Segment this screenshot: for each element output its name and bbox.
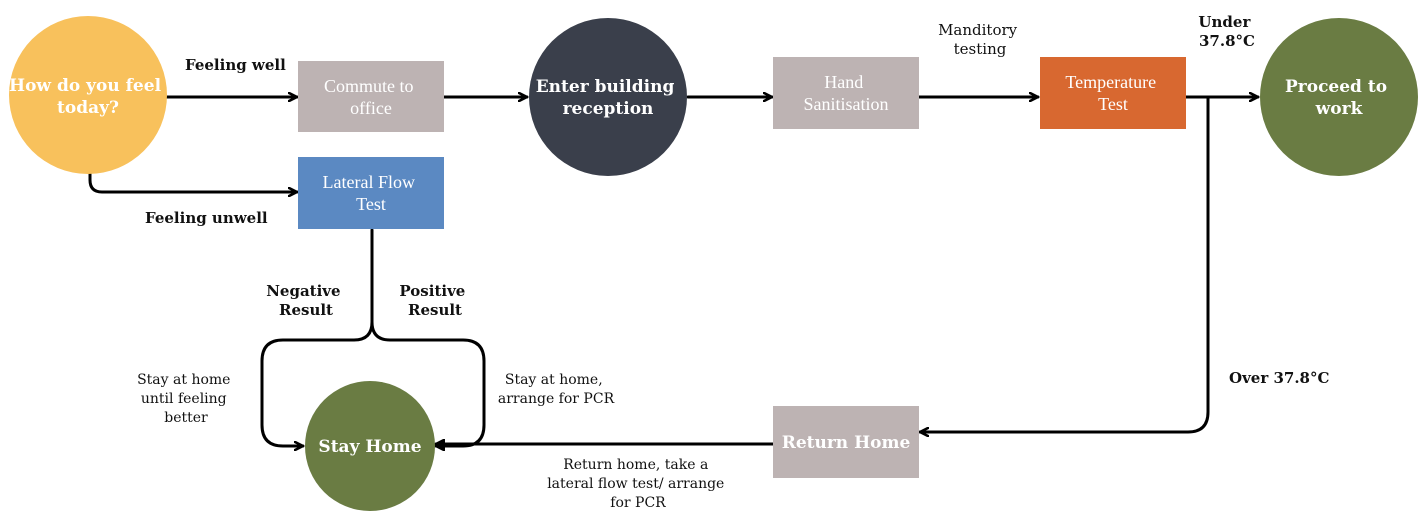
arrow-temperature-to-return bbox=[918, 95, 1210, 432]
label-positive-line1: Positive bbox=[399, 282, 465, 300]
work-label-line2: work bbox=[1315, 99, 1364, 119]
label-return-take-line2: lateral flow test/ arrange bbox=[547, 476, 724, 492]
reception-circle bbox=[529, 18, 687, 176]
node-commute: Commute to office bbox=[298, 61, 444, 132]
branch-negative bbox=[260, 228, 374, 446]
lateral-label-line2: Test bbox=[356, 194, 386, 214]
node-start: How do you feel today? bbox=[9, 16, 167, 174]
label-under-line2: 37.8°C bbox=[1199, 32, 1255, 50]
stay-home-circle bbox=[305, 381, 435, 511]
commute-box bbox=[298, 61, 444, 132]
temperature-label-line2: Test bbox=[1098, 94, 1128, 114]
label-negative-line2: Result bbox=[279, 301, 333, 319]
svg-text:Positive Result: Positive Result bbox=[399, 282, 470, 319]
lateral-label-line1: Lateral Flow bbox=[323, 172, 415, 192]
node-return-home: Return Home bbox=[773, 406, 919, 478]
arrow-start-to-lateral bbox=[88, 170, 299, 192]
return-home-box bbox=[773, 406, 919, 478]
reception-label-line2: reception bbox=[563, 99, 654, 119]
svg-text:Stay at home, arrange for: Stay at home, arrange for PCR bbox=[498, 372, 615, 407]
svg-text:Hand Sanitisation: Hand Sanitisation bbox=[804, 72, 889, 114]
label-return-take-line3: for PCR bbox=[610, 495, 666, 511]
work-circle bbox=[1260, 18, 1418, 176]
label-stay-until-line2: until feeling bbox=[141, 391, 227, 407]
lateral-flow-box bbox=[298, 157, 444, 229]
reception-label-line1: Enter building bbox=[536, 77, 675, 97]
label-stay-pcr-line2: arrange for PCR bbox=[498, 391, 615, 407]
svg-text:Under 37.8°C: Under 37.8°C bbox=[1198, 13, 1255, 50]
label-return-take-line1: Return home, take a bbox=[563, 457, 708, 473]
svg-text:How do you feel today?: How do you feel today? bbox=[9, 76, 167, 118]
start-label-line1: How do you feel bbox=[9, 76, 162, 96]
node-lateral-flow: Lateral Flow Test bbox=[298, 157, 444, 229]
svg-text:Temperature Test: Temperature Test bbox=[1065, 72, 1160, 114]
stay-home-label: Stay Home bbox=[318, 437, 421, 457]
label-feeling-unwell: Feeling unwell bbox=[145, 209, 268, 227]
svg-text:Negative Result: Negative Result bbox=[266, 282, 346, 319]
svg-text:Stay at home until feeling: Stay at home until feeling better bbox=[137, 372, 235, 426]
label-negative-line1: Negative bbox=[266, 282, 340, 300]
label-positive-line2: Result bbox=[408, 301, 462, 319]
return-home-label: Return Home bbox=[782, 433, 911, 453]
svg-text:Return home, take a latera: Return home, take a lateral flow test/ a… bbox=[547, 457, 729, 511]
label-manditory-line2: testing bbox=[954, 40, 1007, 58]
node-reception: Enter building reception bbox=[529, 18, 687, 176]
commute-label-line1: Commute to bbox=[324, 76, 414, 96]
sanitisation-label-line2: Sanitisation bbox=[804, 94, 889, 114]
label-stay-until-line3: better bbox=[164, 410, 208, 426]
branch-positive bbox=[370, 320, 486, 446]
node-sanitisation: Hand Sanitisation bbox=[773, 57, 919, 129]
svg-text:Commute to office: Commute to office bbox=[324, 76, 418, 118]
temperature-label-line1: Temperature bbox=[1065, 72, 1156, 92]
start-circle bbox=[9, 16, 167, 174]
label-under-line1: Under bbox=[1198, 13, 1251, 31]
svg-text:Proceed to work: Proceed to work bbox=[1285, 77, 1393, 119]
work-label-line1: Proceed to bbox=[1285, 77, 1387, 97]
commute-label-line2: office bbox=[350, 98, 392, 118]
start-label-line2: today? bbox=[57, 98, 119, 118]
label-stay-until-line1: Stay at home bbox=[137, 372, 230, 388]
svg-text:Enter building reception: Enter building reception bbox=[536, 77, 681, 119]
label-feeling-well: Feeling well bbox=[185, 56, 286, 74]
node-work: Proceed to work bbox=[1260, 18, 1418, 176]
svg-text:Lateral Flow Test: Lateral Flow Test bbox=[323, 172, 420, 214]
label-over: Over 37.8°C bbox=[1229, 369, 1329, 387]
sanitisation-label-line1: Hand bbox=[824, 72, 863, 92]
label-manditory-line1: Manditory bbox=[938, 21, 1018, 39]
temperature-box bbox=[1040, 57, 1186, 129]
node-temperature: Temperature Test bbox=[1040, 57, 1186, 129]
label-stay-pcr-line1: Stay at home, bbox=[505, 372, 603, 388]
connectors bbox=[88, 95, 1260, 446]
sanitisation-box bbox=[773, 57, 919, 129]
svg-text:Manditory testing: Manditory testing bbox=[938, 21, 1022, 58]
node-stay-home: Stay Home bbox=[305, 381, 435, 511]
